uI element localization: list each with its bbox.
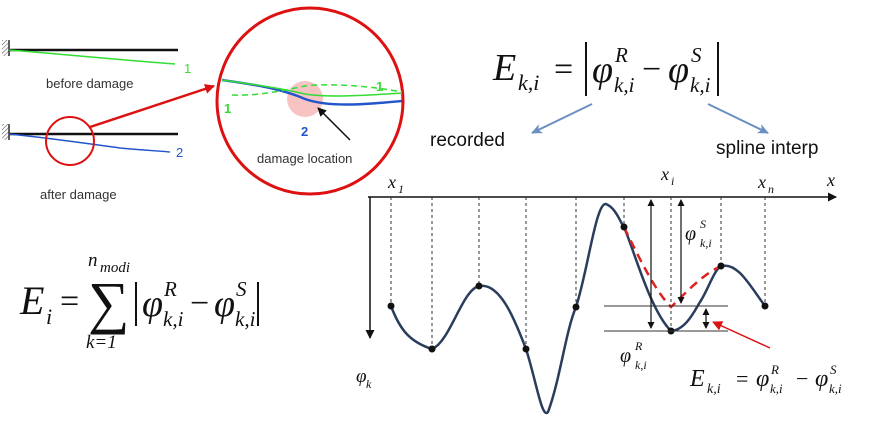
zoom-mode-1-label-left: 1	[224, 101, 231, 116]
svg-text:k: k	[366, 377, 372, 391]
beam-after-damage: 2 after damage	[2, 116, 183, 202]
before-damage-label: before damage	[46, 76, 133, 91]
equation-eki-top: E k,i = φ R k,i − φ S k,i	[492, 42, 719, 97]
svg-text:n: n	[768, 182, 774, 196]
svg-text:k,i: k,i	[614, 73, 635, 97]
svg-text:φ: φ	[815, 366, 828, 392]
svg-text:=: =	[554, 51, 573, 88]
zoom-detail: 1 1 2 damage location	[215, 6, 405, 196]
mode-shape-plot: x 1 x i x n x φ k	[356, 164, 842, 415]
svg-text:−: −	[796, 366, 808, 391]
recorded-mode-curve	[389, 202, 767, 415]
svg-text:k,i: k,i	[829, 381, 842, 396]
svg-text:E: E	[492, 47, 516, 89]
svg-text:=: =	[60, 283, 79, 320]
xi-label: x	[660, 164, 669, 184]
sample-points	[387, 223, 769, 353]
svg-text:φ: φ	[756, 366, 769, 392]
phi-r-label: φ	[620, 345, 631, 367]
xn-label: x	[757, 172, 766, 192]
phi-s-label: φ	[685, 223, 696, 245]
svg-text:k,i: k,i	[690, 73, 711, 97]
svg-text:k,i: k,i	[700, 236, 712, 250]
svg-text:k,i: k,i	[707, 382, 721, 397]
fixed-support-icon	[2, 40, 10, 56]
zoom-mode-shape-1-dashed	[231, 84, 403, 96]
svg-text:R: R	[614, 43, 628, 67]
beam-before-damage: 1 before damage	[2, 40, 191, 91]
svg-text:E: E	[19, 278, 44, 323]
mode-shape-1	[8, 49, 176, 65]
svg-text:φ: φ	[592, 49, 613, 91]
svg-text:R: R	[634, 339, 643, 353]
eki-pointer-arrow	[712, 321, 771, 349]
svg-text:φ: φ	[668, 49, 689, 91]
svg-text:1: 1	[398, 182, 404, 196]
zoom-mode-shape-1-solid	[221, 79, 403, 97]
svg-text:φ: φ	[142, 283, 163, 325]
recorded-arrow	[531, 103, 593, 134]
svg-text:n: n	[88, 250, 98, 271]
svg-text:R: R	[163, 277, 177, 301]
svg-text:S: S	[236, 277, 247, 301]
svg-text:k,i: k,i	[518, 70, 539, 95]
svg-text:S: S	[700, 217, 706, 231]
svg-text:k=1: k=1	[86, 332, 117, 353]
svg-text:k,i: k,i	[635, 358, 647, 372]
svg-text:i: i	[671, 174, 674, 188]
fixed-support-icon	[2, 124, 10, 140]
zoom-mode-1-label-right: 1	[376, 79, 383, 94]
spline-arrow	[707, 103, 769, 134]
svg-text:E: E	[689, 366, 705, 392]
spline-interp-curve	[622, 226, 722, 309]
svg-text:=: =	[736, 366, 748, 391]
phi-axis-label: φ	[356, 366, 367, 387]
equation-ei-sum: E i = ∑ n modi k=1 φ R k,i − φ S k,i	[19, 250, 259, 353]
svg-text:−: −	[642, 51, 661, 88]
svg-text:k,i: k,i	[163, 307, 184, 331]
mode-shape-2	[8, 133, 171, 153]
zoom-mode-2-label: 2	[301, 124, 308, 139]
svg-text:modi: modi	[100, 260, 130, 276]
x1-label: x	[387, 172, 396, 192]
zoom-arrow	[89, 84, 215, 129]
equation-eki-bottom: E k,i = φ R k,i − φ S k,i	[689, 362, 842, 397]
damage-highlight-circle	[45, 116, 95, 166]
svg-text:k,i: k,i	[770, 381, 783, 396]
svg-text:S: S	[830, 362, 837, 377]
recorded-label: recorded	[430, 130, 505, 151]
svg-text:R: R	[770, 362, 779, 377]
after-damage-label: after damage	[40, 187, 117, 202]
mode-1-label: 1	[184, 61, 191, 76]
svg-text:−: −	[190, 285, 209, 322]
svg-text:k,i: k,i	[235, 307, 256, 331]
svg-text:∑: ∑	[88, 270, 129, 335]
spline-interp-label: spline interp	[716, 138, 818, 159]
x-axis-label: x	[826, 170, 835, 190]
sample-guides	[390, 197, 766, 349]
svg-text:i: i	[46, 304, 52, 329]
svg-text:S: S	[691, 43, 702, 67]
damage-pointer-arrow	[317, 107, 351, 141]
damage-location-label: damage location	[257, 151, 352, 166]
mode-2-label: 2	[176, 145, 183, 160]
svg-text:φ: φ	[214, 283, 235, 325]
